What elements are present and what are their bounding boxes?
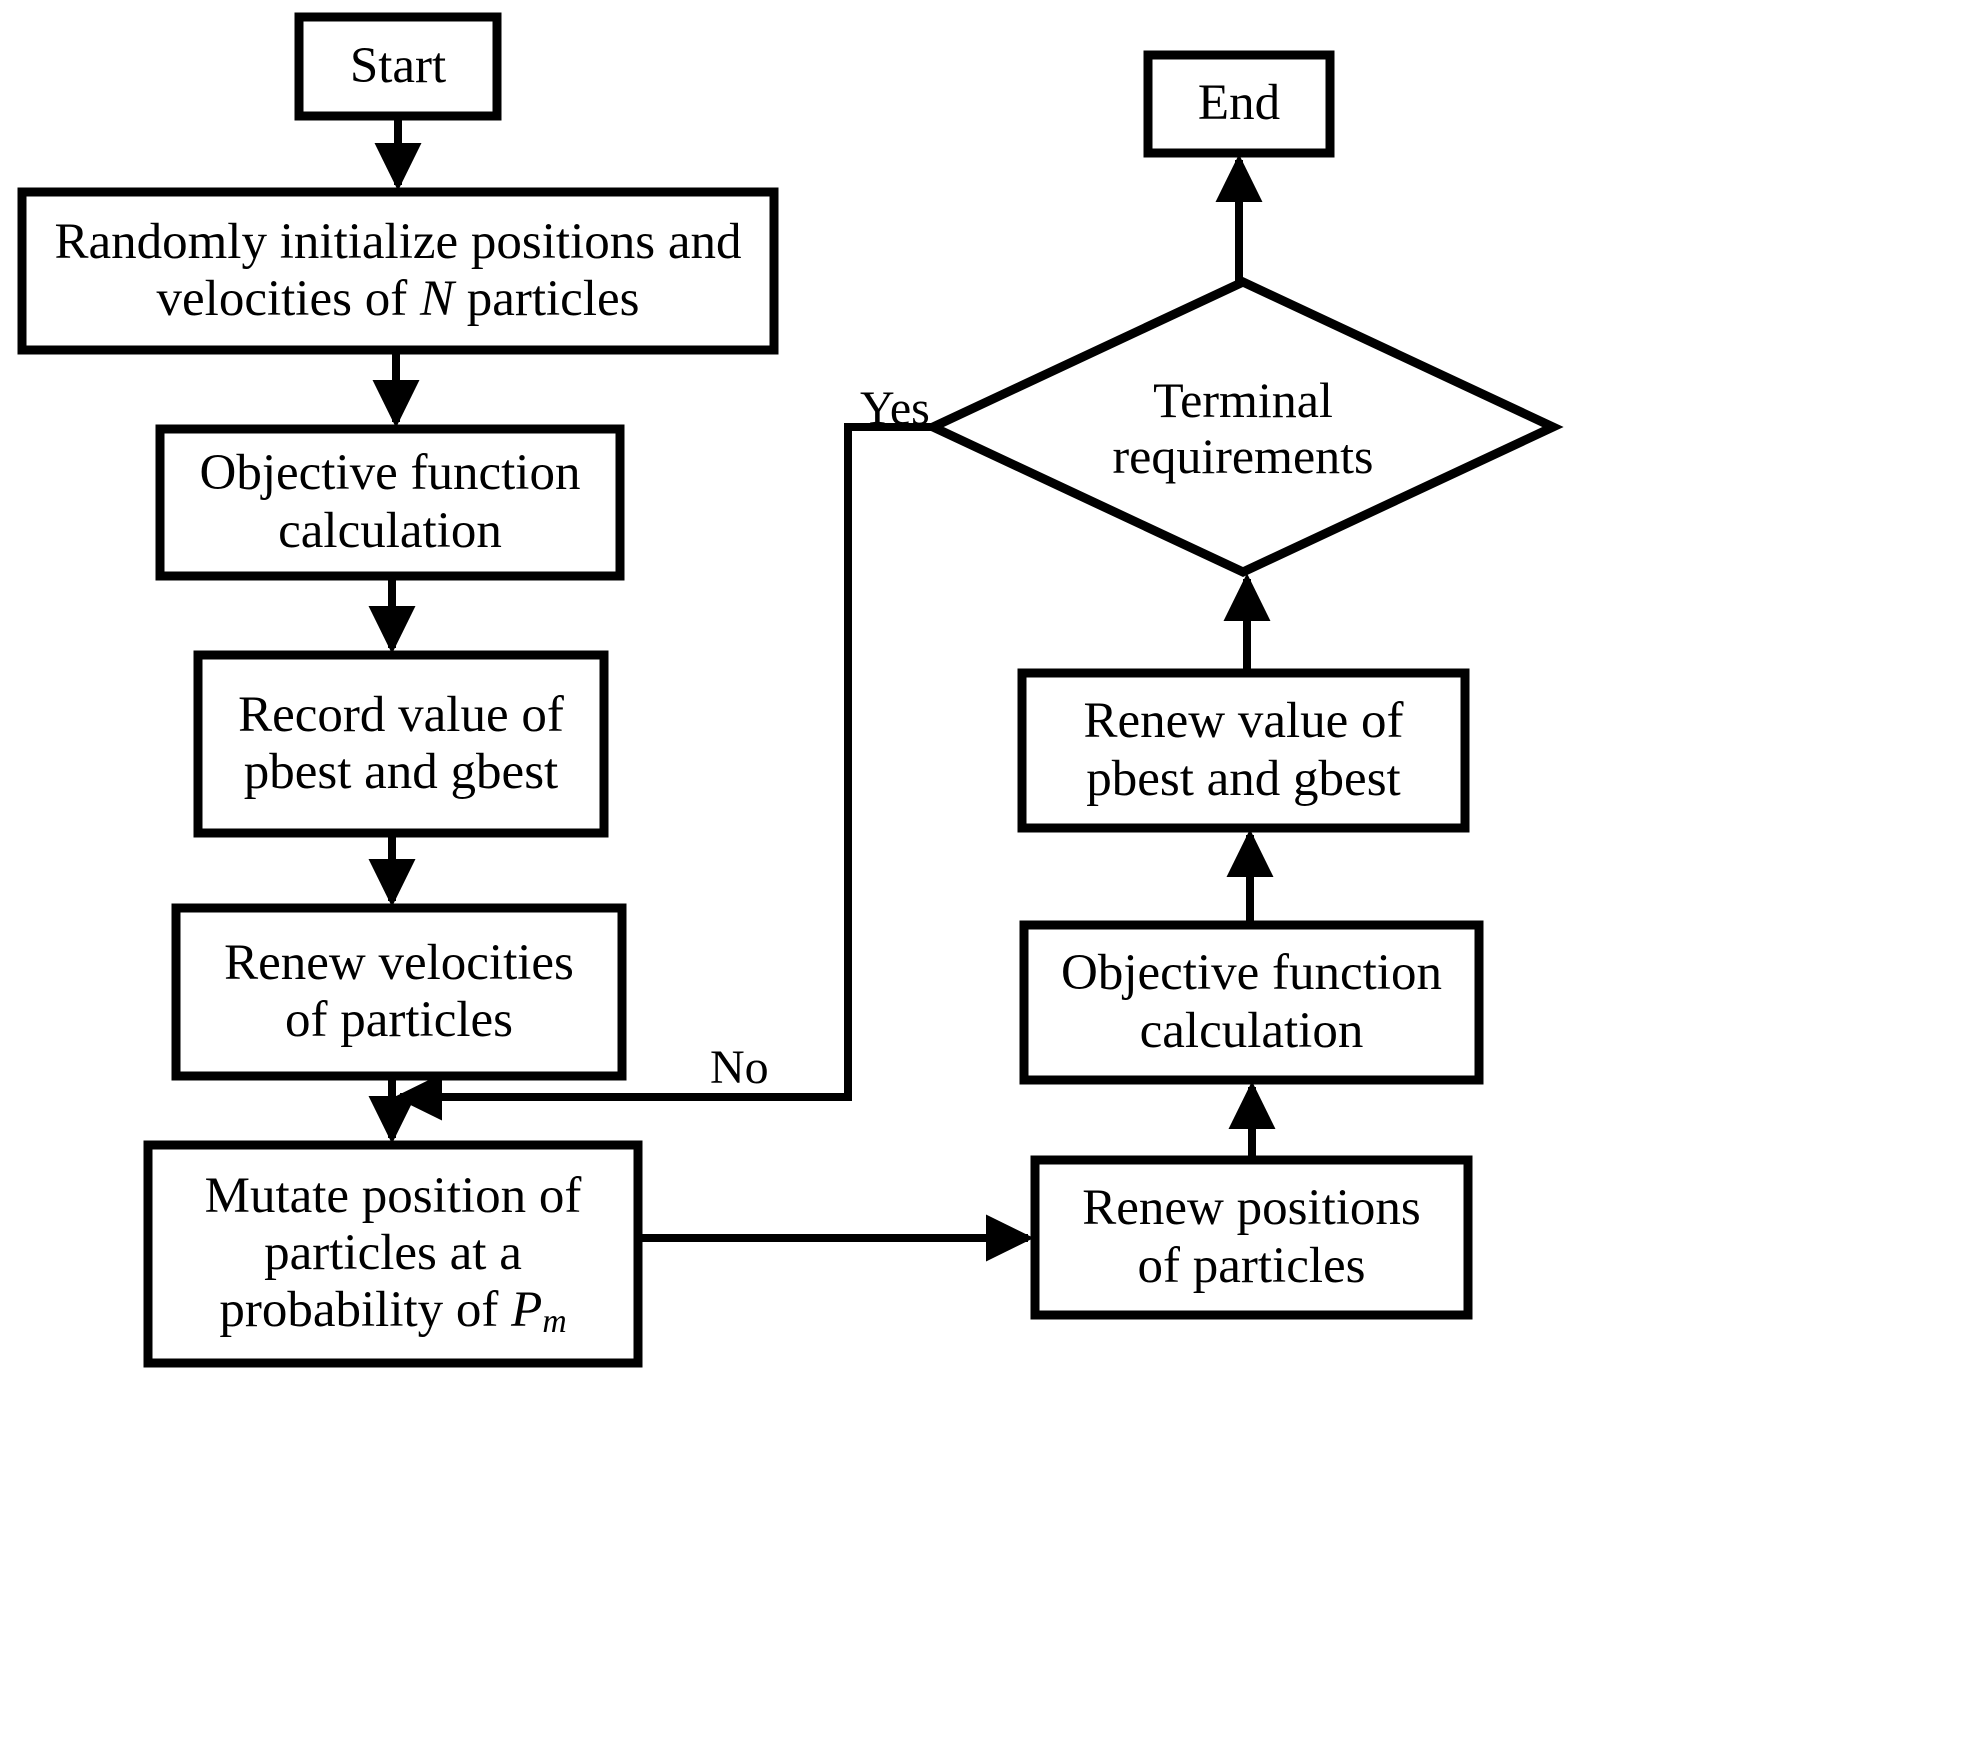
node-terminal-requirements[interactable]: [922, 277, 1564, 577]
node-mutate-label: Mutate position of particles at a probab…: [204, 1167, 582, 1340]
node-renew-velocities-label: Renew velocities of particles: [224, 934, 574, 1048]
node-objective1-label: Objective function calculation: [199, 445, 581, 559]
node-init-label: Randomly initialize positions and veloci…: [54, 213, 742, 327]
node-objective2-label: Objective function calculation: [1061, 945, 1442, 1059]
node-renew-positions-label: Renew positions of particles: [1082, 1180, 1421, 1294]
node-record-label: Record value of pbest and gbest: [238, 686, 564, 800]
node-renew-positions[interactable]: [1030, 1155, 1473, 1320]
edge-label-no: No: [710, 1041, 769, 1094]
node-renew-best-label: Renew value of pbest and gbest: [1083, 693, 1404, 807]
node-end-label: End: [1197, 75, 1281, 132]
node-objective2[interactable]: [1019, 920, 1484, 1085]
node-record[interactable]: [193, 650, 609, 838]
node-terminal-requirements-label: Terminal requirements: [1112, 371, 1374, 484]
node-renew-best[interactable]: [1017, 668, 1470, 833]
edge-label-yes: Yes: [860, 382, 930, 435]
node-start-label: Start: [349, 37, 447, 94]
node-end[interactable]: [1143, 50, 1335, 158]
node-mutate[interactable]: [143, 1140, 643, 1368]
edge-terminal-no-to-renew-velocities: [394, 423, 933, 1121]
